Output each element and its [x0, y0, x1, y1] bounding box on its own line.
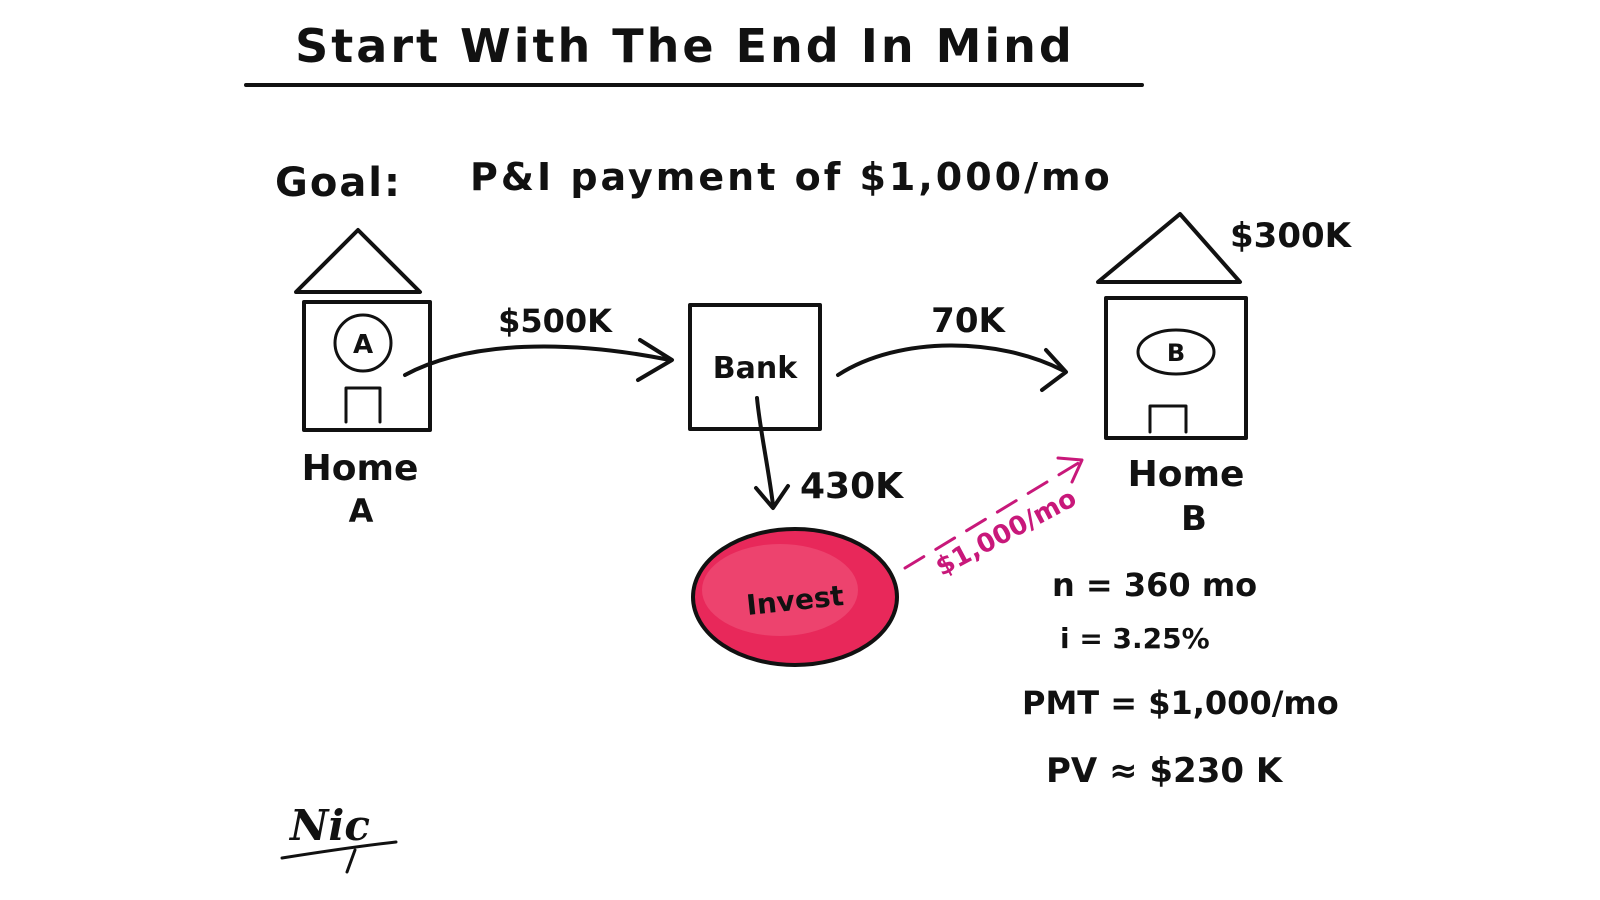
arrow-bank-to-home-b — [836, 343, 1068, 392]
flow-a-to-bank: $500K — [498, 302, 613, 340]
bank-box — [688, 303, 822, 431]
calc-pmt: PMT = $1,000/mo — [1022, 684, 1339, 722]
title: Start With The End In Mind — [295, 19, 1075, 73]
calc-n: n = 360 mo — [1052, 566, 1257, 604]
calc-i: i = 3.25% — [1060, 622, 1210, 655]
flow-bank-to-invest: 430K — [800, 466, 904, 507]
calc-pv: PV ≈ $230 K — [1046, 751, 1284, 791]
home-b-price: $300K — [1230, 216, 1353, 256]
goal-label: Goal: — [275, 160, 402, 206]
arrow-home-a-to-bank — [403, 338, 674, 382]
home-a-house-icon — [294, 228, 432, 432]
goal-text: P&I payment of $1,000/mo — [470, 155, 1113, 199]
arrow-invest-to-home-b — [903, 456, 1084, 570]
home-b-marker: B — [1167, 339, 1185, 367]
signature-underline — [280, 840, 398, 874]
home-a-label-line1: Home — [302, 448, 419, 489]
home-a-label-line2: A — [349, 492, 374, 530]
signature: Nic — [288, 801, 370, 850]
home-b-house-icon — [1096, 212, 1248, 440]
bank-label: Bank — [713, 351, 798, 386]
home-a-marker: A — [353, 330, 373, 360]
home-b-label-line1: Home — [1128, 454, 1245, 495]
arrow-bank-to-invest — [754, 396, 790, 510]
flow-bank-to-home-b: 70K — [931, 301, 1006, 341]
invest-bubble — [691, 527, 899, 667]
home-b-label-line2: B — [1181, 499, 1207, 539]
